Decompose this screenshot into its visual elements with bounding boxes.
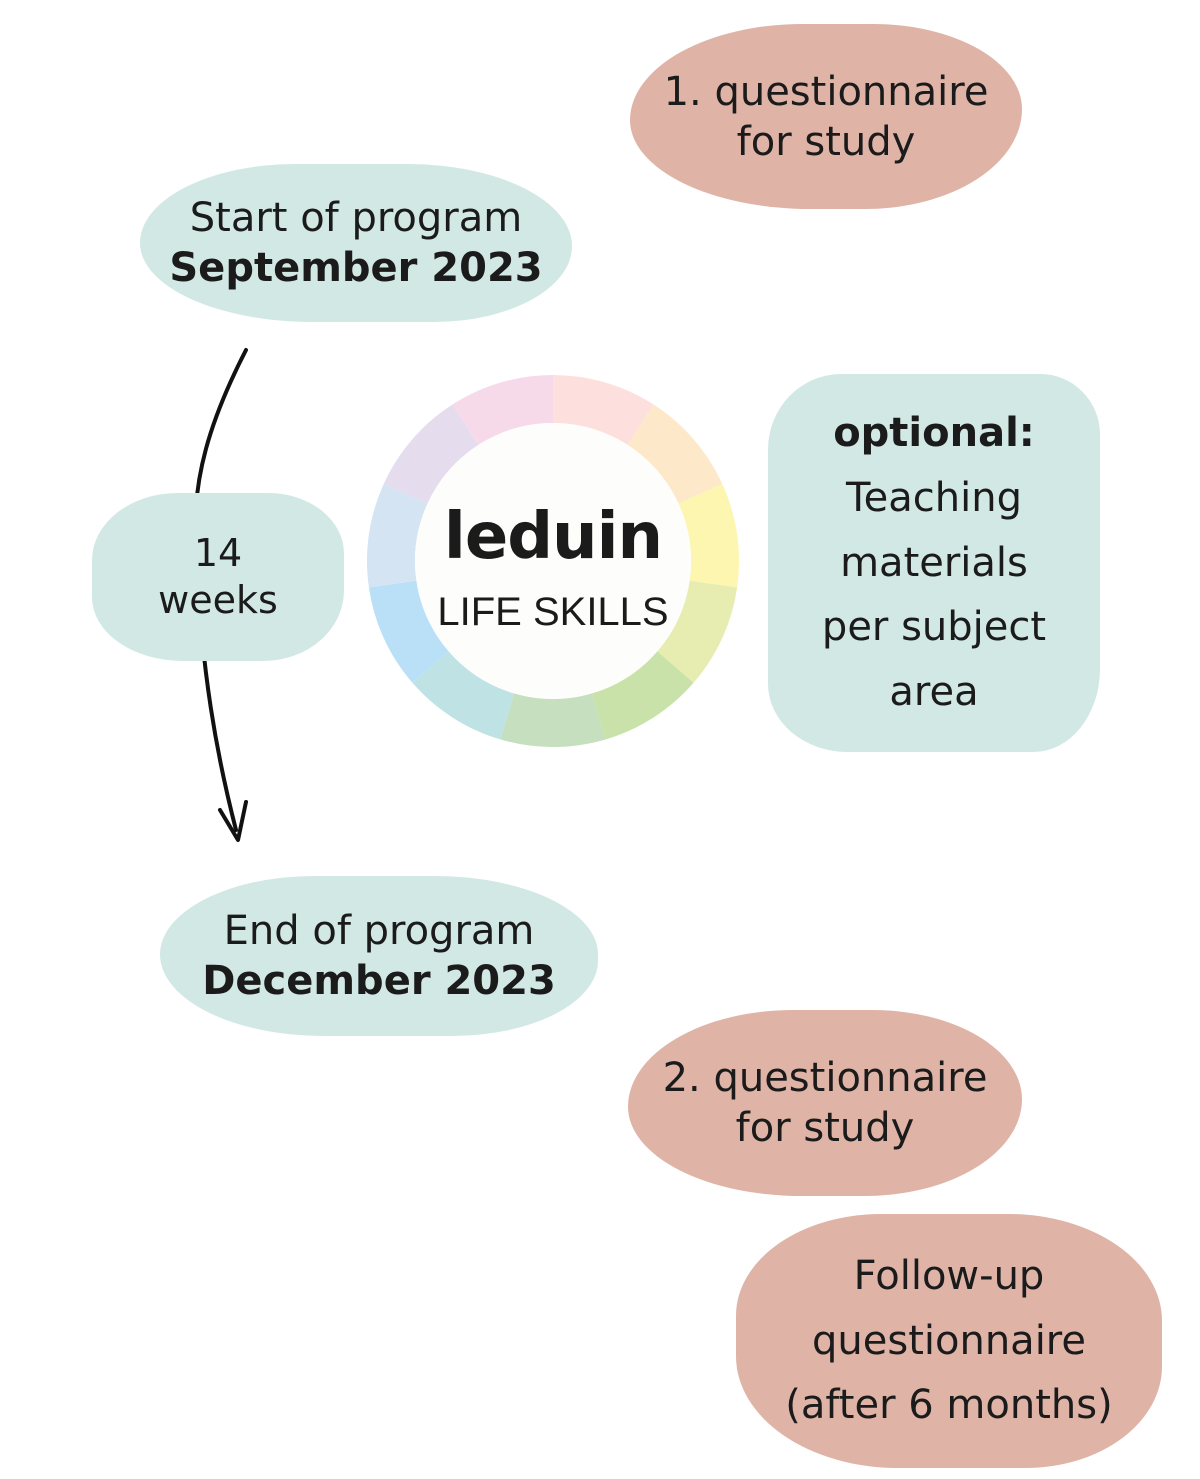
end-label: End of program	[223, 908, 535, 954]
questionnaire-1-bubble: 1. questionnaire for study	[630, 24, 1022, 209]
logo-ring-segment	[500, 693, 606, 747]
start-label: Start of program	[189, 195, 523, 241]
questionnaire-2-bubble: 2. questionnaire for study	[628, 1010, 1022, 1196]
questionnaire-2-line1: 2. questionnaire	[662, 1055, 988, 1101]
end-date: December 2023	[202, 958, 556, 1004]
logo-ring-segment	[553, 375, 654, 445]
arrow-head-icon	[218, 800, 248, 842]
questionnaire-1-line1: 1. questionnaire	[663, 68, 989, 115]
logo-ring-segment	[591, 651, 694, 740]
follow-up-bubble: Follow-up questionnaire (after 6 months)	[736, 1214, 1162, 1468]
optional-line2: materials	[840, 539, 1028, 586]
logo-ring-segment	[383, 404, 479, 504]
duration-number: 14	[193, 530, 243, 575]
start-of-program-bubble: Start of program September 2023	[140, 164, 572, 322]
logo-ring-segment	[657, 580, 738, 683]
follow-up-line2: questionnaire	[812, 1317, 1086, 1364]
follow-up-line1: Follow-up	[853, 1252, 1045, 1299]
questionnaire-1-line2: for study	[736, 118, 916, 165]
optional-line4: area	[889, 669, 979, 716]
logo-ring-segment	[367, 483, 428, 588]
logo-inner-circle	[415, 423, 691, 699]
optional-heading: optional:	[833, 410, 1035, 456]
end-of-program-bubble: End of program December 2023	[160, 876, 598, 1036]
leduin-logo-ring	[367, 375, 739, 747]
duration-bubble: 14 weeks	[92, 493, 344, 661]
optional-line1: Teaching	[846, 474, 1022, 521]
questionnaire-2-line2: for study	[735, 1105, 915, 1151]
logo-ring-segment	[678, 483, 739, 588]
start-date: September 2023	[169, 245, 543, 291]
duration-unit: weeks	[158, 578, 278, 622]
optional-materials-bubble: optional: Teaching materials per subject…	[768, 374, 1100, 752]
logo-ring-segment	[627, 404, 723, 504]
logo-ring-segment	[452, 375, 553, 445]
follow-up-line3: (after 6 months)	[785, 1382, 1113, 1429]
logo-ring-segment	[368, 580, 449, 683]
logo-ring-segment	[412, 651, 515, 740]
logo-brand: leduin	[443, 500, 663, 574]
optional-line3: per subject	[821, 604, 1047, 651]
logo-tagline: LIFE SKILLS	[437, 590, 669, 634]
